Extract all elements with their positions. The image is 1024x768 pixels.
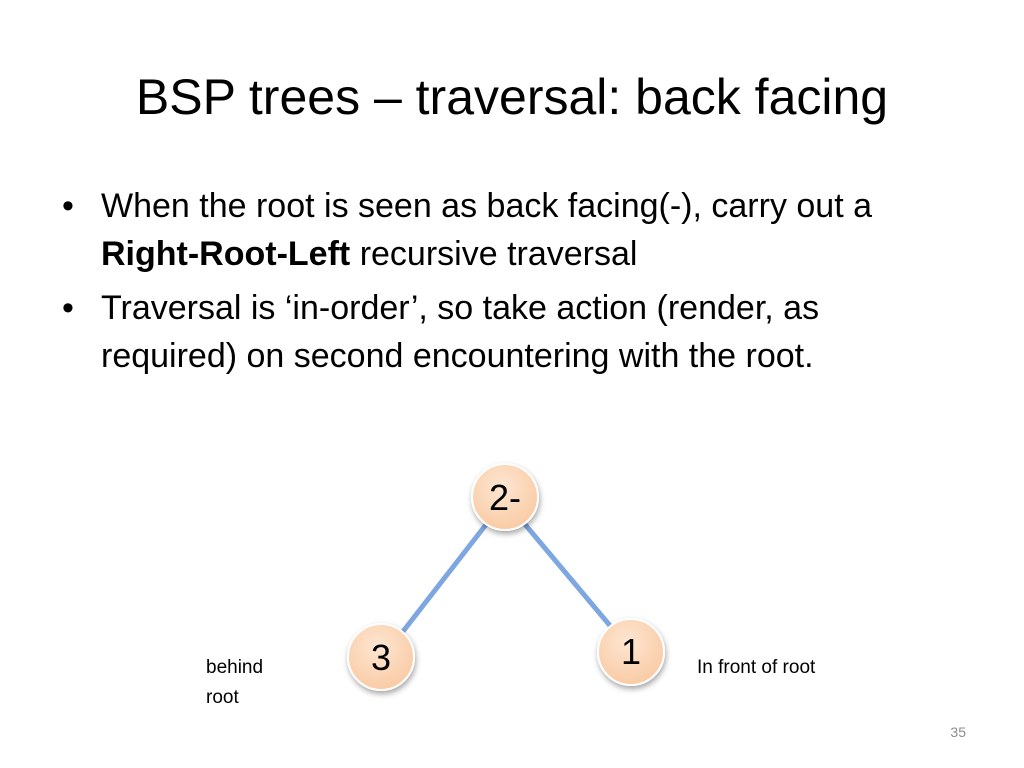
tree-node-root: 2- bbox=[471, 463, 539, 531]
bullet-marker: • bbox=[62, 289, 74, 327]
in-front-of-root-label: In front of root bbox=[697, 657, 816, 678]
page-number: 35 bbox=[950, 724, 966, 740]
slide-title: BSP trees – traversal: back facing bbox=[135, 69, 889, 125]
edge-root-right bbox=[521, 520, 614, 630]
tree-node-left: 3 bbox=[347, 623, 415, 691]
bullet-1-text-a: When the root is seen as back facing(-),… bbox=[101, 187, 873, 225]
behind-root-label: behind root bbox=[206, 657, 264, 708]
bullet-item-1: • When the root is seen as back facing(-… bbox=[60, 182, 960, 278]
edge-root-left bbox=[399, 520, 490, 636]
node-left-label: 3 bbox=[371, 637, 391, 678]
bullet-1-text-b: recursive traversal bbox=[350, 235, 638, 273]
node-root-label: 2- bbox=[489, 477, 521, 518]
bullet-marker: • bbox=[62, 187, 74, 225]
bullet-list: • When the root is seen as back facing(-… bbox=[60, 182, 960, 386]
bullet-item-2: • Traversal is ‘in-order’, so take actio… bbox=[60, 284, 960, 380]
bullet-2-text: Traversal is ‘in-order’, so take action … bbox=[101, 289, 820, 375]
bullet-1-text-bold: Right-Root-Left bbox=[101, 235, 351, 273]
tree-node-right: 1 bbox=[597, 618, 665, 686]
node-right-label: 1 bbox=[621, 631, 641, 672]
